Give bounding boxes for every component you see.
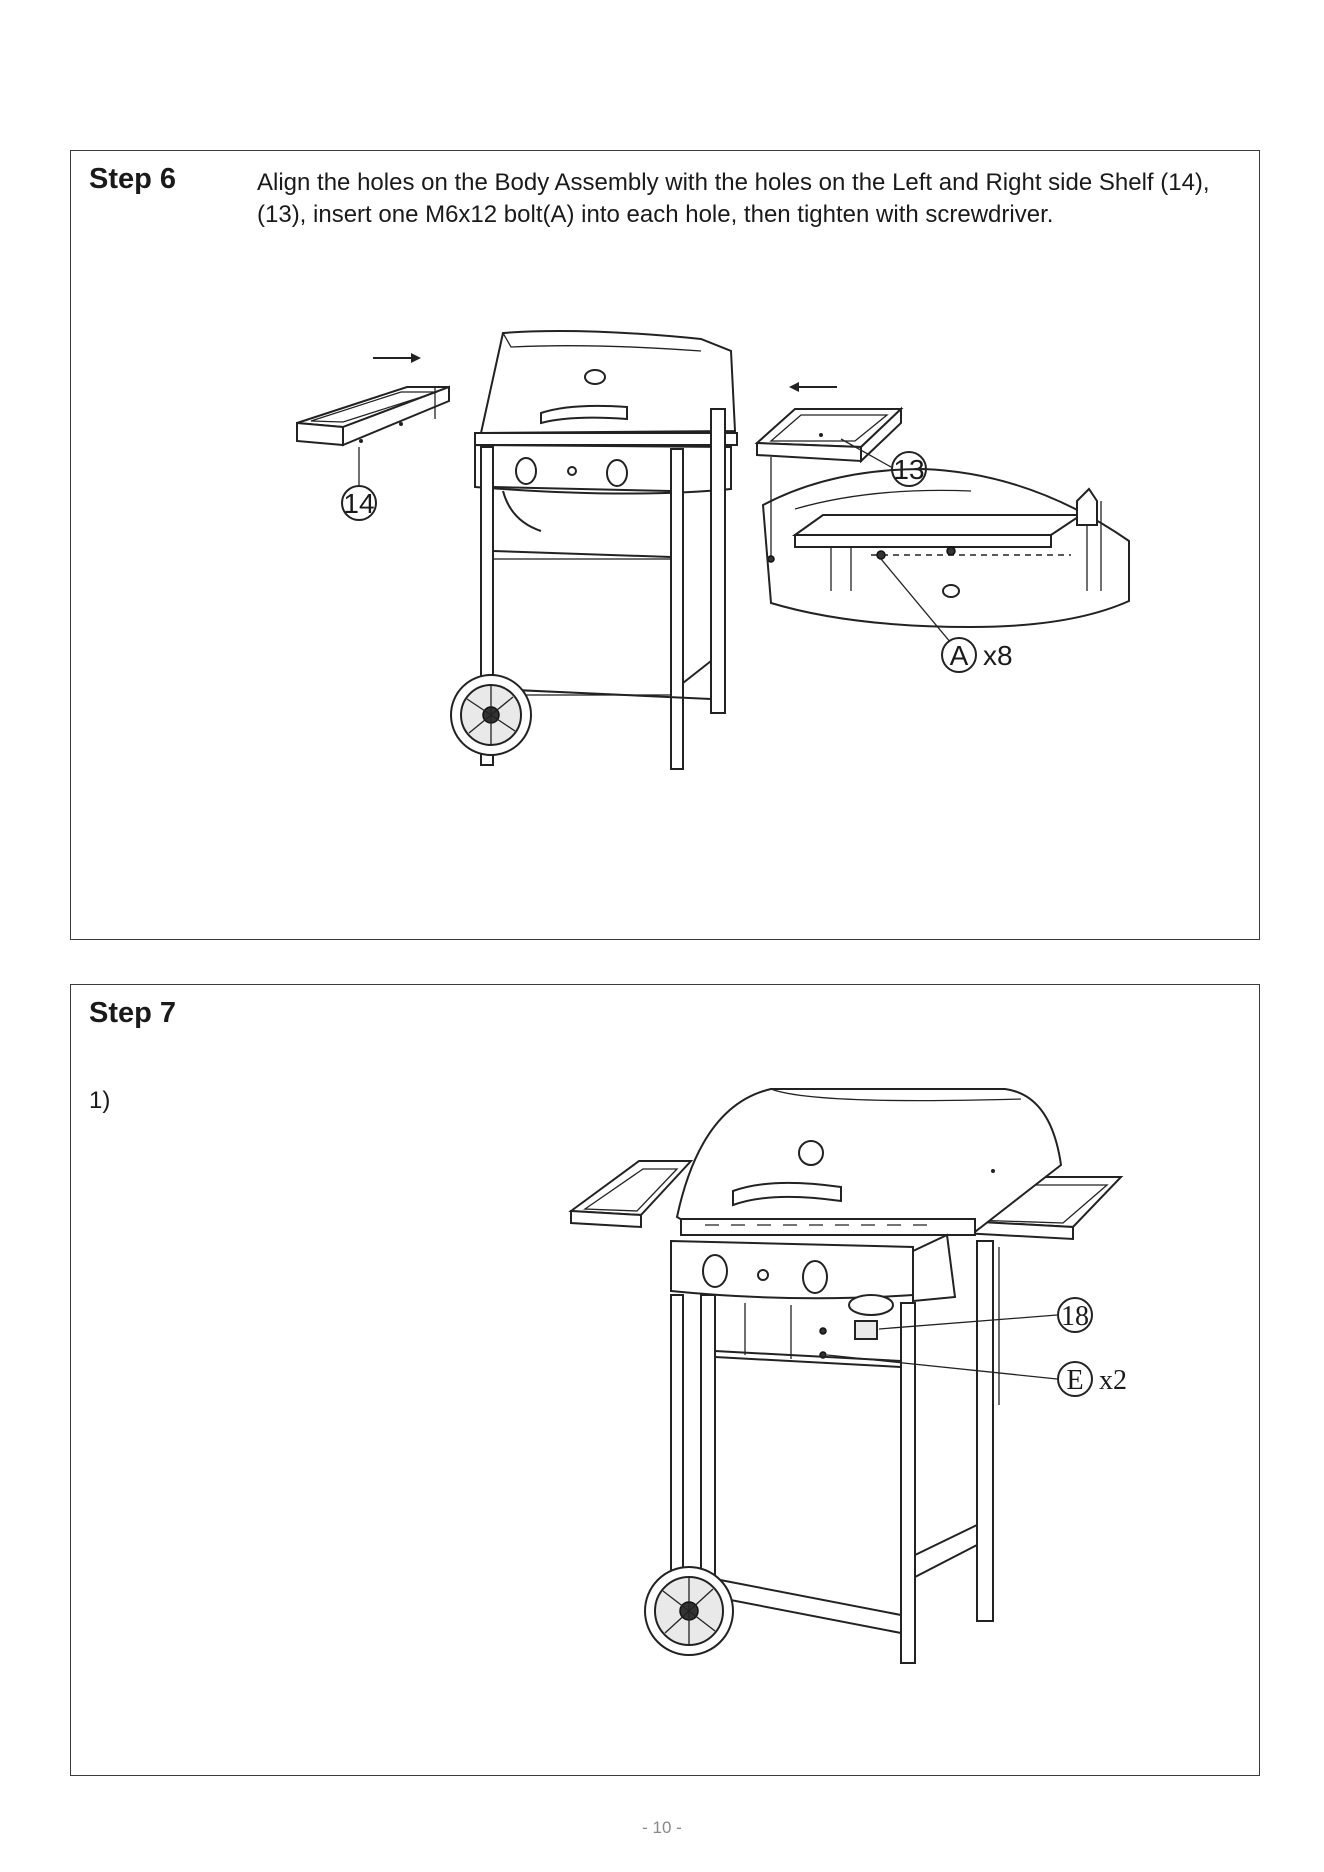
step-7-illustration: 18 E x2 xyxy=(71,985,1259,1775)
screw-quantity: x2 xyxy=(1099,1365,1127,1396)
arrow-left-icon xyxy=(789,382,837,392)
callout-e: E xyxy=(1066,1365,1083,1396)
arrow-right-icon xyxy=(373,353,421,363)
assembled-grill-drawing xyxy=(571,1089,1121,1663)
grill-body-drawing xyxy=(451,331,737,769)
page-number: - 10 - xyxy=(0,1818,1324,1838)
left-side-shelf-drawing xyxy=(297,387,449,445)
step-6-panel: Step 6 Align the holes on the Body Assem… xyxy=(70,150,1260,940)
step-6-illustration: 14 xyxy=(71,151,1259,939)
callout-14: 14 xyxy=(343,488,374,519)
step-7-panel: Step 7 1) xyxy=(70,984,1260,1776)
shelf-attachment-detail-drawing xyxy=(763,469,1129,627)
callout-18: 18 xyxy=(1061,1301,1089,1332)
bolt-quantity: x8 xyxy=(983,640,1013,671)
callout-a: A xyxy=(950,640,969,671)
